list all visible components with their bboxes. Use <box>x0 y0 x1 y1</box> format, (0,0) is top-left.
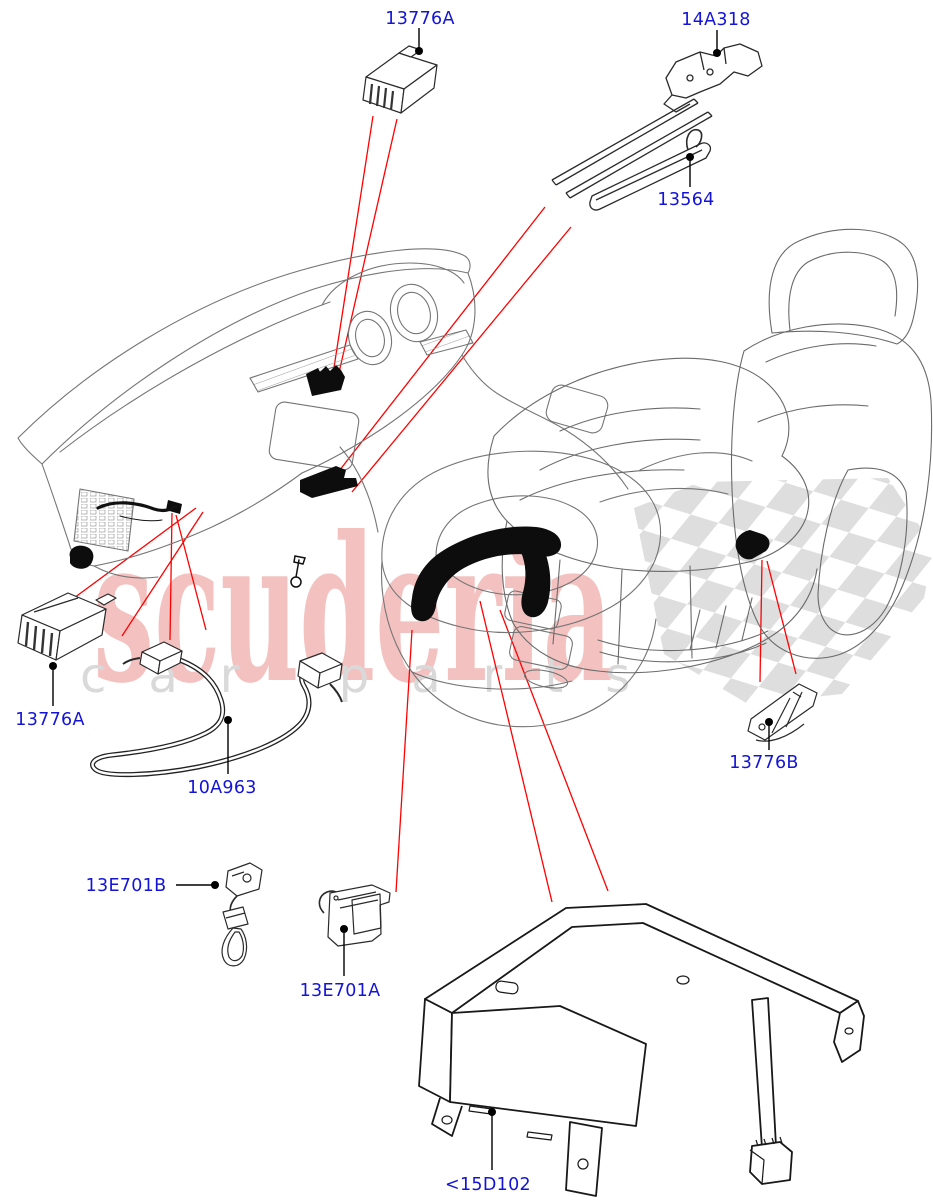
vent-wire-drawing <box>96 501 306 588</box>
part-lamp-13776b-drawing <box>747 683 818 742</box>
part-console-bracket-drawing <box>418 903 865 1197</box>
part-seat-track-drawing <box>551 43 763 199</box>
part-label-15d102[interactable]: <15D102 <box>445 1175 531 1195</box>
part-lamp-13e701a-drawing <box>318 884 391 947</box>
part-wiring-harness-drawing <box>90 641 343 778</box>
part-label-10a963[interactable]: 10A963 <box>187 778 257 798</box>
part-label-13564[interactable]: 13564 <box>657 190 715 210</box>
part-label-13e701b[interactable]: 13E701B <box>85 876 167 896</box>
part-track-bracket-drawing <box>589 128 712 211</box>
leader-lines-black <box>49 28 773 1170</box>
checkered-flag-watermark <box>634 478 933 704</box>
part-label-13776a-left[interactable]: 13776A <box>15 710 85 730</box>
seat-drawing <box>487 228 933 674</box>
part-lamp-module-top-drawing <box>362 45 438 114</box>
part-label-13776b[interactable]: 13776B <box>729 753 799 773</box>
part-label-13776a-top[interactable]: 13776A <box>385 9 455 29</box>
part-label-14a318[interactable]: 14A318 <box>681 10 751 30</box>
part-label-13e701a[interactable]: 13E701A <box>299 981 381 1001</box>
part-lamp-13e701b-drawing <box>221 862 263 967</box>
dashboard-drawing <box>17 248 629 579</box>
part-lamp-module-left-drawing <box>17 592 117 661</box>
installed-lamp-parts-black <box>69 365 770 622</box>
